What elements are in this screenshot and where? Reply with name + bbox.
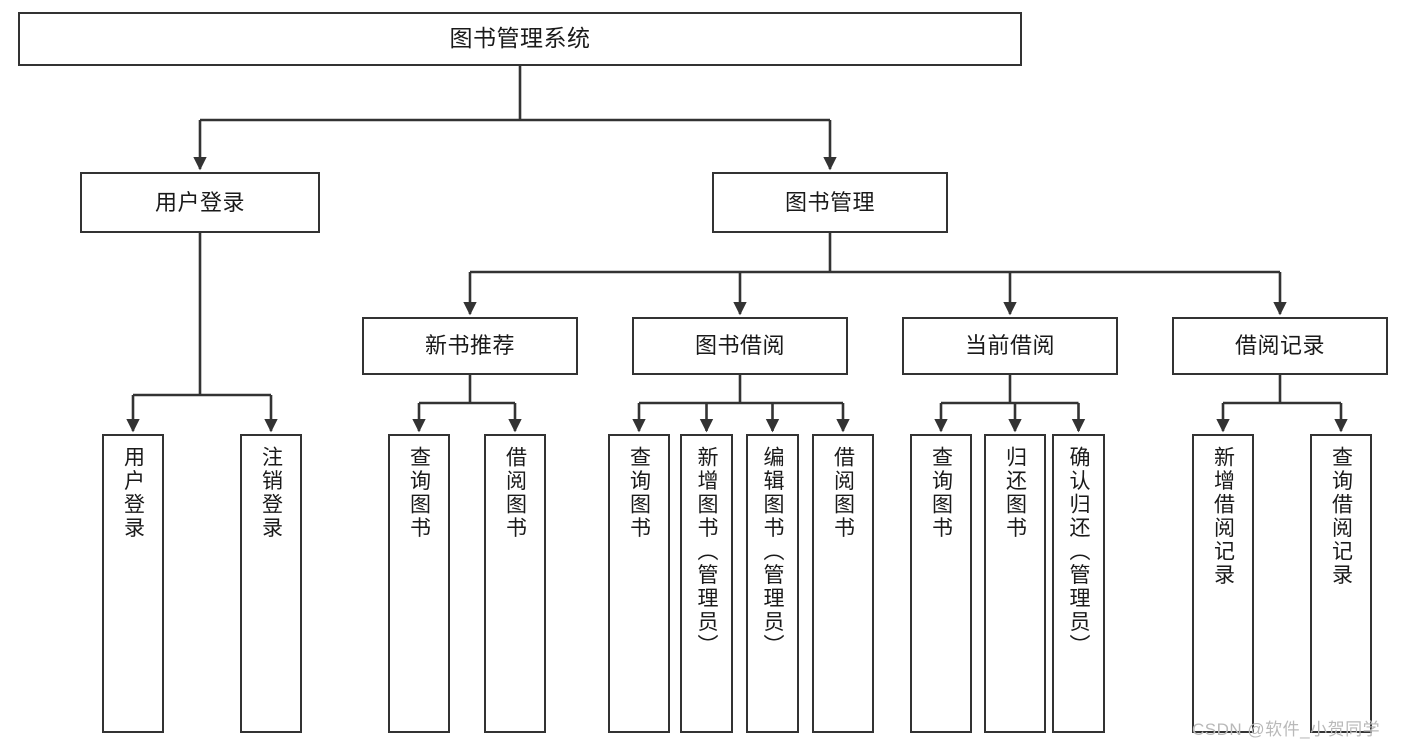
node-label: 查询借阅记录 bbox=[1329, 446, 1353, 587]
node-leaf-查询图书-8[interactable]: 查询图书 bbox=[910, 434, 972, 733]
node-level2-图书借阅-1[interactable]: 图书借阅 bbox=[632, 317, 848, 375]
node-label: 图书借阅 bbox=[694, 333, 785, 359]
node-label: 新增图书（管理员） bbox=[695, 446, 718, 658]
node-leaf-查询图书-4[interactable]: 查询图书 bbox=[608, 434, 670, 733]
node-leaf-新增借阅记录-11[interactable]: 新增借阅记录 bbox=[1192, 434, 1254, 733]
node-label: 查询图书 bbox=[407, 446, 431, 540]
node-root-图书管理系统[interactable]: 图书管理系统 bbox=[18, 12, 1022, 66]
node-leaf-注销登录-1[interactable]: 注销登录 bbox=[240, 434, 302, 733]
node-leaf-查询借阅记录-12[interactable]: 查询借阅记录 bbox=[1310, 434, 1372, 733]
csdn-watermark: CSDN @软件_小贺同学 bbox=[1192, 720, 1381, 739]
node-level1-用户登录-0[interactable]: 用户登录 bbox=[80, 172, 320, 233]
node-label: 用户登录 bbox=[154, 189, 245, 215]
node-level2-借阅记录-3[interactable]: 借阅记录 bbox=[1172, 317, 1388, 375]
node-label: 借阅图书 bbox=[503, 446, 527, 540]
node-leaf-编辑图书管理员-6[interactable]: 编辑图书（管理员） bbox=[746, 434, 799, 733]
node-leaf-借阅图书-3[interactable]: 借阅图书 bbox=[484, 434, 546, 733]
node-level2-新书推荐-0[interactable]: 新书推荐 bbox=[362, 317, 578, 375]
node-leaf-查询图书-2[interactable]: 查询图书 bbox=[388, 434, 450, 733]
node-label: 借阅图书 bbox=[831, 446, 855, 540]
node-label: 查询图书 bbox=[627, 446, 651, 540]
node-label: 用户登录 bbox=[121, 446, 145, 540]
node-label: 图书管理 bbox=[784, 189, 875, 215]
node-leaf-确认归还管理员-10[interactable]: 确认归还（管理员） bbox=[1052, 434, 1105, 733]
node-label: 图书管理系统 bbox=[449, 25, 591, 52]
node-label: 归还图书 bbox=[1003, 446, 1027, 540]
node-level2-当前借阅-2[interactable]: 当前借阅 bbox=[902, 317, 1118, 375]
node-label: 当前借阅 bbox=[964, 333, 1055, 359]
node-leaf-借阅图书-7[interactable]: 借阅图书 bbox=[812, 434, 874, 733]
node-level1-图书管理-1[interactable]: 图书管理 bbox=[712, 172, 948, 233]
node-label: 注销登录 bbox=[259, 446, 283, 540]
node-leaf-新增图书管理员-5[interactable]: 新增图书（管理员） bbox=[680, 434, 733, 733]
node-label: 新增借阅记录 bbox=[1211, 446, 1235, 587]
node-leaf-归还图书-9[interactable]: 归还图书 bbox=[984, 434, 1046, 733]
node-label: 确认归还（管理员） bbox=[1067, 446, 1090, 658]
node-label: 新书推荐 bbox=[424, 333, 515, 359]
node-leaf-用户登录-0[interactable]: 用户登录 bbox=[102, 434, 164, 733]
node-label: 编辑图书（管理员） bbox=[761, 446, 784, 658]
node-label: 借阅记录 bbox=[1234, 333, 1325, 359]
node-label: 查询图书 bbox=[929, 446, 953, 540]
